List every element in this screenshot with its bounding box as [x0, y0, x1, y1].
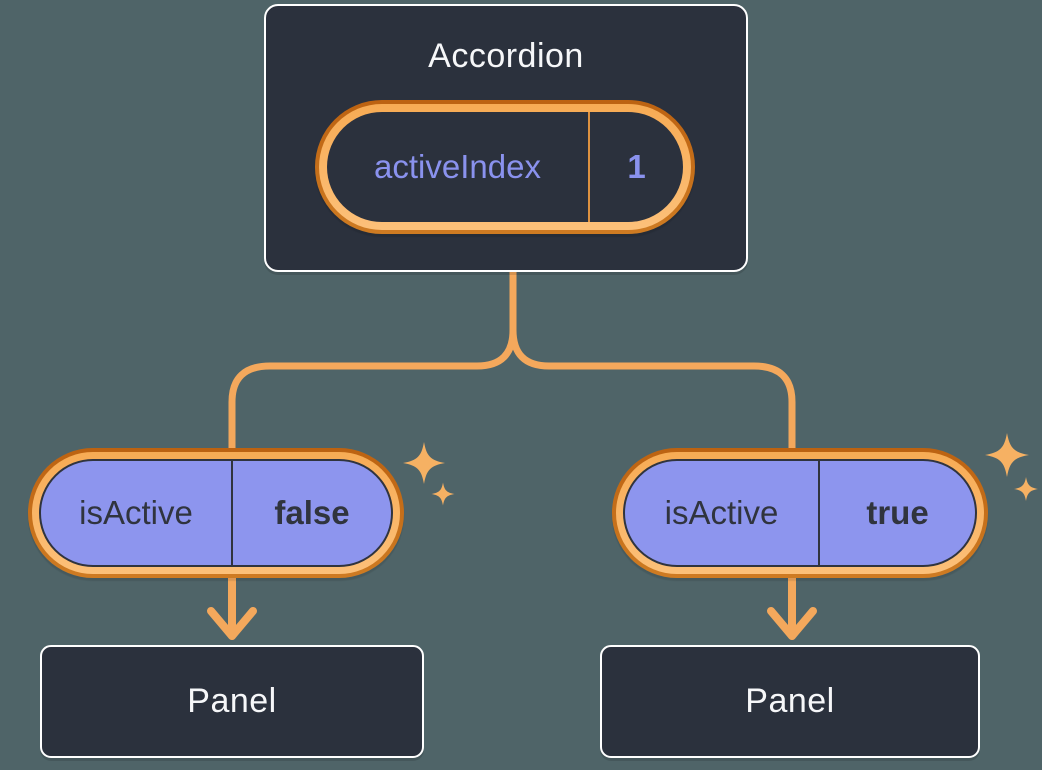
prop-name-label: isActive	[79, 494, 193, 531]
tree-connector-right	[509, 268, 796, 454]
state-pill-ring: activeIndex 1	[319, 104, 691, 230]
prop-name-label: isActive	[664, 494, 779, 531]
arrow-down-right-icon	[767, 566, 817, 640]
prop-value-label: false	[274, 494, 350, 531]
accordion-node-title: Accordion	[428, 37, 584, 75]
prop-pill-right: isActive true	[612, 448, 988, 578]
state-pill-divider	[588, 112, 590, 222]
panel-node-card-right: Panel	[600, 645, 980, 758]
state-pill-body: activeIndex 1	[327, 112, 683, 222]
sparkle-icon	[403, 442, 455, 506]
state-pill: activeIndex 1	[315, 100, 695, 234]
prop-pill-body: isActive false	[39, 459, 393, 567]
prop-pill-divider	[231, 461, 233, 565]
prop-pill-ring: isActive true	[616, 452, 984, 574]
tree-connector-left	[228, 268, 517, 454]
panel-node-title: Panel	[745, 682, 835, 720]
state-value-label: 1	[627, 148, 646, 185]
prop-pill-ring: isActive false	[32, 452, 400, 574]
prop-pill-body: isActive true	[623, 459, 977, 567]
prop-pill-left: isActive false	[28, 448, 404, 578]
state-name-label: activeIndex	[374, 148, 541, 185]
prop-pill-divider	[818, 461, 820, 565]
prop-value-label: true	[866, 494, 929, 531]
panel-node-title: Panel	[187, 682, 277, 720]
sparkle-icon	[985, 433, 1038, 501]
arrow-down-left-icon	[207, 566, 257, 640]
panel-node-card-left: Panel	[40, 645, 424, 758]
